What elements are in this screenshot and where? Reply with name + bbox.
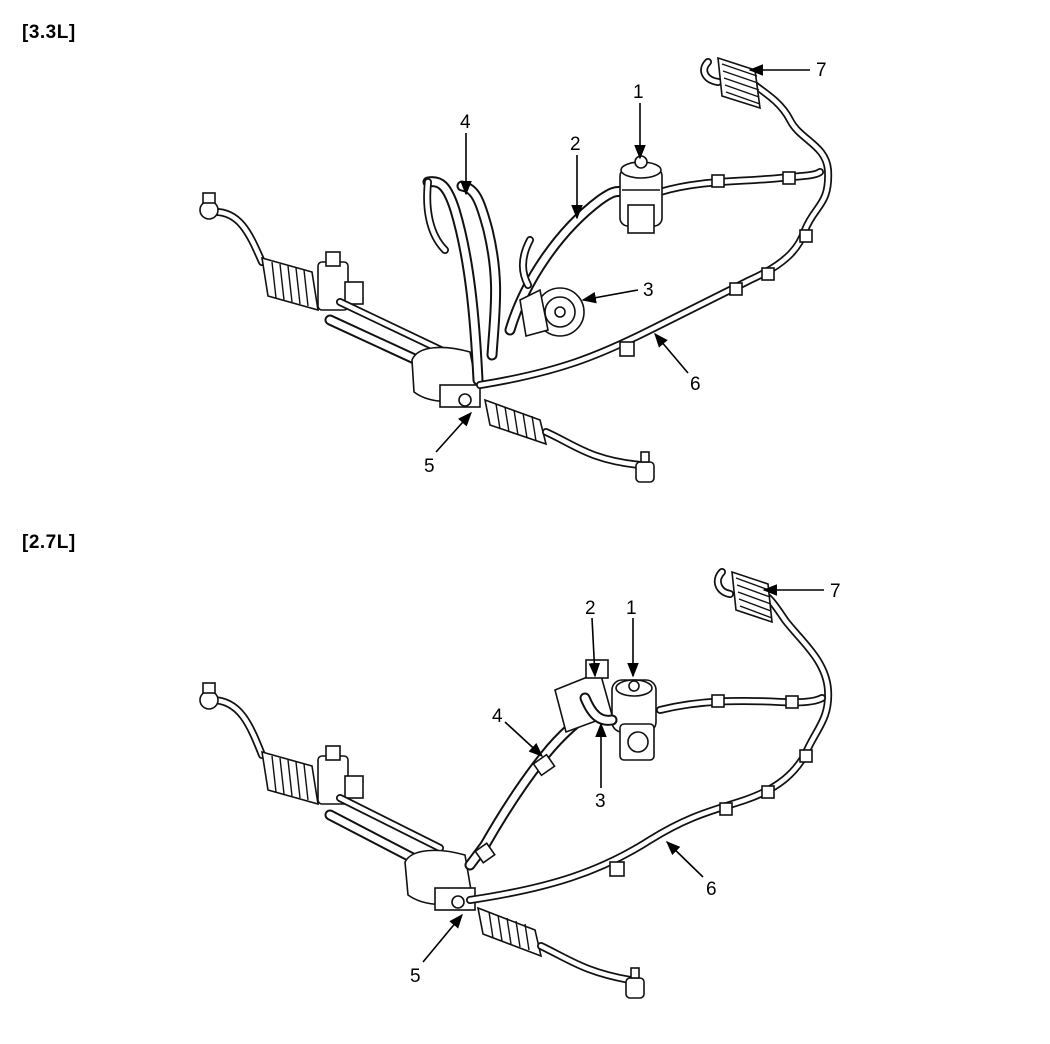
oil-cooler: [731, 570, 773, 624]
svg-text:6: 6: [706, 879, 717, 900]
svg-text:3: 3: [643, 280, 654, 301]
callout-2: 2: [570, 134, 583, 220]
steering-system-diagram: 1 2 3 4 5 6 7: [199, 568, 841, 999]
svg-text:7: 7: [830, 581, 841, 602]
callout-1: 1: [626, 598, 639, 678]
callout-3: 3: [581, 280, 654, 304]
svg-text:5: 5: [424, 456, 435, 477]
callout-4: 4: [460, 112, 472, 196]
svg-text:1: 1: [626, 598, 637, 619]
section-title: [2.7L]: [22, 532, 76, 553]
callout-6: 6: [665, 840, 717, 900]
power-steering-pump: [519, 236, 585, 338]
svg-text:7: 7: [816, 60, 827, 81]
callout-6: 6: [654, 332, 701, 395]
steering-gear-box: [199, 192, 655, 483]
svg-text:3: 3: [595, 791, 606, 812]
hose-clamps: [609, 694, 813, 877]
callout-5: 5: [410, 913, 463, 987]
hose-clamps: [619, 171, 813, 357]
callout-5: 5: [424, 411, 472, 477]
oil-cooler: [717, 56, 761, 110]
section-2-7l: [2.7L]: [0, 510, 1050, 1044]
svg-text:5: 5: [410, 966, 421, 987]
steering-system-diagram: 1 2 3 4 5 6 7: [199, 56, 833, 483]
svg-text:4: 4: [492, 706, 503, 727]
svg-text:6: 6: [690, 374, 701, 395]
svg-text:4: 4: [460, 112, 471, 133]
steering-gear-box: [199, 682, 645, 999]
callout-2: 2: [585, 598, 601, 678]
callout-4: 4: [492, 706, 544, 757]
svg-text:2: 2: [585, 598, 596, 619]
oil-reservoir: [619, 155, 663, 234]
callout-7: 7: [748, 60, 827, 81]
callout-7: 7: [762, 581, 841, 602]
callout-1: 1: [633, 82, 646, 160]
pump-and-reservoir: [554, 659, 657, 761]
section-3-3l: [3.3L]: [0, 0, 1050, 510]
section-title: [3.3L]: [22, 22, 76, 43]
callout-3: 3: [595, 722, 607, 812]
svg-text:2: 2: [570, 134, 581, 155]
hose-assembly: [422, 58, 833, 389]
svg-text:1: 1: [633, 82, 644, 103]
